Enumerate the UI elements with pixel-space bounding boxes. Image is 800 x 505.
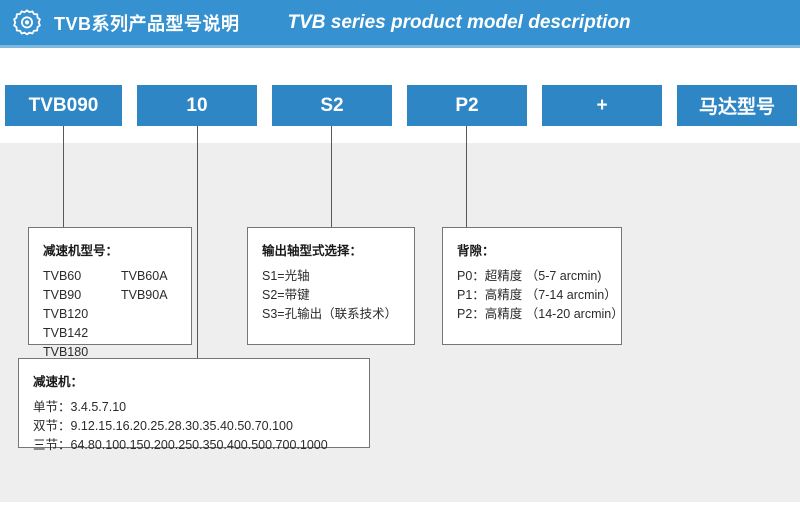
model-name: TVB60 (43, 269, 82, 283)
model-name: TVB90A (121, 288, 168, 302)
code-segment-plus[interactable]: + (542, 85, 662, 126)
code-segment-ratio[interactable]: 10 (137, 85, 257, 126)
backlash-option: P0：超精度 （5-7 arcmin) (457, 269, 602, 283)
info-box-backlash: 背隙： P0：超精度 （5-7 arcmin) P1：高精度 （7-14 arc… (442, 227, 624, 345)
info-box-ratio: 减速机： 单节：3.4.5.7.10 双节：9.12.15.16.20.25.2… (18, 358, 370, 452)
info-box-ratio-title: 减速机： (33, 375, 84, 389)
code-segment-motor[interactable]: 马达型号 (677, 85, 797, 126)
model-name (121, 324, 177, 343)
page-header: TVB系列产品型号说明 TVB series product model des… (0, 0, 800, 45)
code-segment-shaft[interactable]: S2 (272, 85, 392, 126)
info-box-models: 减速机型号： TVB60 TVB60A TVB90 TVB90A TVB120 … (28, 227, 192, 359)
info-box-shaft-title: 输出轴型式选择： (262, 244, 363, 258)
info-box-backlash-title: 背隙： (457, 244, 495, 258)
model-name: TVB90 (43, 288, 82, 302)
info-box-shaft: 输出轴型式选择： S1=光轴 S2=带键 S3=孔输出（联系技术） (247, 227, 415, 345)
shaft-option: S3=孔输出（联系技术） (262, 307, 398, 321)
model-name (121, 305, 177, 324)
code-segment-model[interactable]: TVB090 (5, 85, 122, 126)
page-title-en: TVB series product model description (287, 11, 631, 33)
leader-line-shaft (331, 126, 332, 227)
model-name: TVB142 (43, 326, 89, 340)
info-box-models-title: 减速机型号： (43, 244, 119, 258)
ratio-option: 双节：9.12.15.16.20.25.28.30.35.40.50.70.10… (33, 419, 293, 433)
model-name: TVB120 (43, 307, 89, 321)
backlash-option: P2：高精度 （14-20 arcmin） (457, 307, 624, 321)
ratio-option: 三节：64.80.100.150.200.250.350.400.500.700… (33, 438, 328, 452)
leader-line-model (63, 126, 64, 227)
page-title-cn: TVB系列产品型号说明 (54, 13, 240, 34)
shaft-option: S1=光轴 (262, 269, 310, 283)
backlash-option: P1：高精度 （7-14 arcmin） (457, 288, 617, 302)
gear-icon (13, 9, 41, 35)
models-grid: TVB60 TVB60A TVB90 TVB90A TVB120 TVB142 … (43, 267, 177, 362)
model-name: TVB60A (121, 269, 168, 283)
header-underline (0, 45, 800, 48)
leader-line-ratio (197, 126, 198, 358)
ratio-option: 单节：3.4.5.7.10 (33, 400, 127, 414)
leader-line-backlash (466, 126, 467, 227)
shaft-option: S2=带键 (262, 288, 310, 302)
model-name: TVB180 (43, 345, 89, 359)
code-segment-backlash[interactable]: P2 (407, 85, 527, 126)
